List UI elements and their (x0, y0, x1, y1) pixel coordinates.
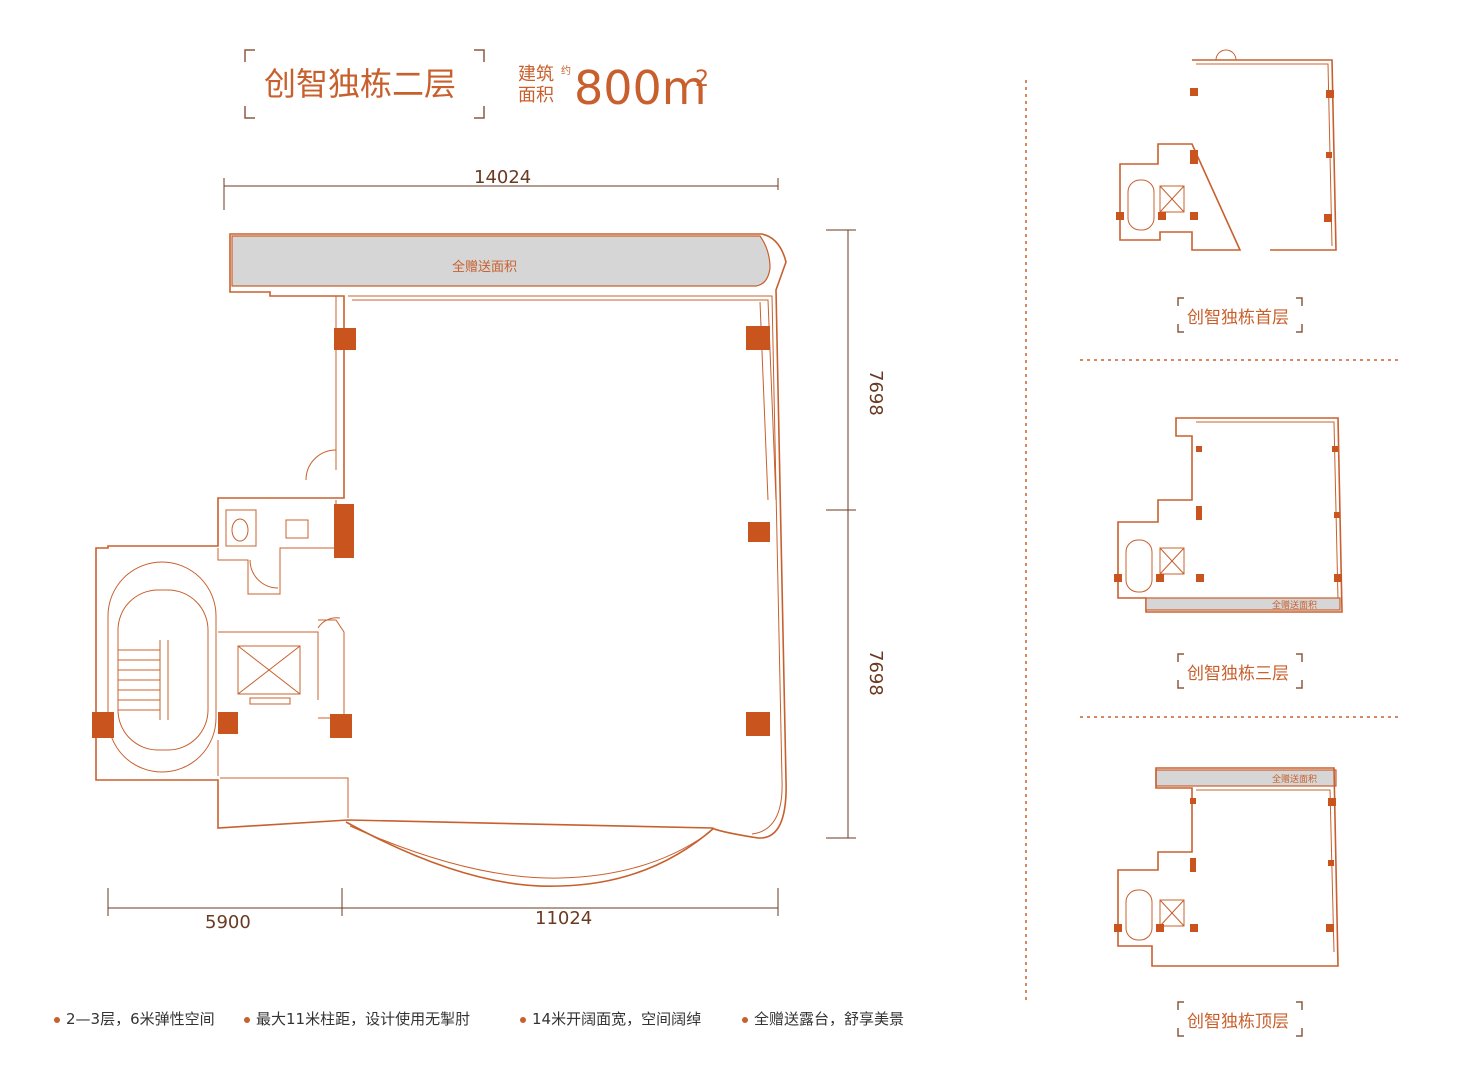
thumb-1-label: 创智独栋首层 (1187, 308, 1289, 328)
dim-bottom-right: 11024 (535, 908, 592, 929)
column (218, 712, 238, 734)
area-label-1: 建筑 (518, 64, 554, 85)
stair-treads (118, 640, 169, 720)
gift-area (231, 235, 771, 287)
gift-area-label: 全赠送面积 (452, 259, 517, 275)
dim-right-upper: 7698 (865, 370, 886, 416)
column (334, 328, 356, 350)
feature-item: 全赠送露台，舒享美景 (742, 1008, 904, 1029)
feature-item: 最大11米柱距，设计使用无掣肘 (244, 1008, 470, 1029)
bullet-icon (244, 1016, 250, 1023)
bullet-icon (520, 1016, 526, 1023)
thumb-3-gift-label: 全赠送面积 (1272, 773, 1317, 785)
thumb-third-floor: 全赠送面积 (1114, 417, 1343, 613)
bullet-icon (742, 1016, 748, 1023)
column (746, 712, 770, 736)
area-unit-sup: 2 (695, 67, 709, 92)
area-value: 800m (574, 61, 707, 115)
dimension-top (223, 178, 779, 210)
dim-bottom-left: 5900 (205, 912, 251, 933)
main-floor-plan: 全赠送面积 (92, 233, 787, 888)
feature-item: 14米开阔面宽，空间阔绰 (520, 1008, 701, 1029)
area-label-approx: 约 (561, 64, 571, 77)
area-label-2: 面积 (518, 85, 554, 106)
plan-title: 创智独栋二层 (264, 65, 456, 103)
dimension-right (826, 229, 856, 839)
thumb-2-label: 创智独栋三层 (1187, 664, 1289, 684)
thumb-top-floor: 全赠送面积 (1114, 767, 1339, 967)
dim-right-lower: 7698 (865, 650, 886, 696)
feature-item: 2—3层，6米弹性空间 (54, 1008, 215, 1029)
column (746, 326, 770, 350)
thumb-bracket (1177, 1001, 1303, 1037)
dimension-bottom (107, 888, 779, 916)
column (334, 504, 354, 558)
thumb-bracket (1177, 297, 1303, 333)
dim-top-width: 14024 (474, 167, 531, 188)
column (748, 522, 770, 542)
thumb-ground-floor (1116, 49, 1337, 251)
thumb-bracket (1177, 653, 1303, 689)
title-bracket (244, 49, 485, 119)
thumb-2-gift-label: 全赠送面积 (1272, 599, 1317, 611)
thumb-3-label: 创智独栋顶层 (1187, 1012, 1289, 1032)
column (92, 712, 114, 738)
column (330, 714, 352, 738)
bullet-icon (54, 1016, 60, 1023)
